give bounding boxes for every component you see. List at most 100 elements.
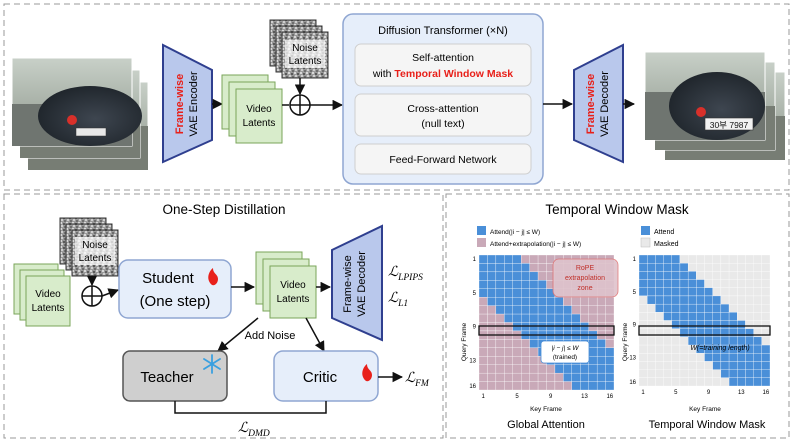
- noise-latents-top-line1: Noise: [292, 43, 318, 54]
- attend-cell: [720, 361, 730, 370]
- caption-left: Global Attention: [507, 419, 585, 431]
- rope-line2: extrapolation: [565, 275, 605, 282]
- attend-cell: [737, 320, 746, 329]
- extrapolation-cell: [529, 372, 539, 382]
- video-latents-top: Video Latents: [221, 74, 283, 144]
- extrapolation-cell: [521, 364, 530, 374]
- attend-cell: [704, 287, 713, 297]
- masked-cell: [704, 369, 713, 378]
- y-tick-label: 13: [469, 359, 476, 365]
- trained-line1: |i − j| ≤ W: [552, 345, 580, 352]
- x-tick-label: 9: [707, 390, 711, 396]
- attend-cell: [753, 377, 762, 387]
- attend-cell: [655, 271, 664, 280]
- attend-cell: [696, 295, 705, 305]
- attend-cell: [720, 303, 730, 313]
- svg-text:ℒLPIPS: ℒLPIPS: [388, 265, 423, 283]
- attend-cell: [512, 313, 522, 323]
- attend-cell: [687, 320, 697, 329]
- masked-cell: [638, 344, 648, 354]
- legend-left-extrap: Attend+extrapolation(|i − j| ≤ W): [490, 241, 581, 248]
- attend-cell: [704, 353, 713, 362]
- extrapolation-cell: [537, 381, 547, 391]
- masked-cell: [679, 369, 689, 378]
- attend-cell: [504, 288, 513, 298]
- attend-cell: [737, 328, 746, 338]
- attend-cell: [546, 297, 556, 306]
- masked-cell: [663, 344, 672, 354]
- svg-text:Video: Video: [246, 104, 272, 115]
- attend-cell: [529, 313, 539, 323]
- masked-cell: [638, 303, 648, 313]
- attend-cell: [563, 322, 572, 332]
- masked-cell: [687, 254, 697, 264]
- attend-cell: [529, 288, 539, 298]
- attend-cell: [495, 297, 505, 306]
- masked-cell: [655, 369, 664, 378]
- attend-cell: [596, 381, 606, 391]
- attend-cell: [546, 313, 556, 323]
- attend-cell: [737, 336, 746, 346]
- extrapolation-cell: [512, 372, 522, 382]
- masked-cell: [753, 254, 762, 264]
- masked-cell: [753, 263, 762, 272]
- attend-cell: [663, 303, 672, 313]
- attend-cell: [737, 353, 746, 362]
- attend-cell: [761, 377, 771, 387]
- loss-fm-symbol: ℒ: [405, 371, 416, 386]
- masked-cell: [696, 254, 705, 264]
- extrapolation-cell: [571, 305, 581, 315]
- masked-cell: [745, 271, 754, 280]
- attend-cell: [638, 263, 648, 272]
- attend-cell: [647, 254, 656, 264]
- teacher-label: Teacher: [140, 369, 193, 386]
- extrapolation-cell: [495, 313, 505, 323]
- attend-cell: [647, 295, 656, 305]
- masked-cell: [671, 369, 681, 378]
- extrapolation-cell: [504, 364, 513, 374]
- masked-cell: [720, 287, 730, 297]
- attend-cell: [728, 312, 738, 321]
- encoder-red-label: Frame-wise: [174, 74, 186, 135]
- extrapolation-cell: [521, 372, 530, 382]
- masked-cell: [655, 361, 664, 370]
- masked-cell: [712, 254, 722, 264]
- extrapolation-cell: [487, 313, 497, 323]
- x-tick-label: 16: [763, 390, 770, 396]
- attend-cell: [571, 322, 581, 332]
- trained-annotation: |i − j| ≤ W (trained): [540, 340, 590, 364]
- critic-block: Critic: [273, 350, 379, 402]
- masked-cell: [663, 361, 672, 370]
- attend-cell: [687, 279, 697, 288]
- attend-cell: [712, 353, 722, 362]
- query-row-highlight-right: [638, 325, 771, 336]
- attend-cell: [478, 288, 488, 298]
- attend-cell: [679, 320, 689, 329]
- masked-cell: [704, 263, 713, 272]
- masked-cell: [679, 377, 689, 387]
- extrapolation-cell: [521, 381, 530, 391]
- flame-icon: [208, 268, 218, 286]
- attend-cell: [728, 353, 738, 362]
- attend-cell: [563, 364, 572, 374]
- x-axis-title-right: Key Frame: [689, 406, 721, 413]
- masked-cell: [753, 328, 762, 338]
- diffusion-transformer: Diffusion Transformer (×N) Self-attentio…: [342, 13, 544, 185]
- extrapolation-cell: [495, 339, 505, 348]
- attend-cell: [671, 271, 681, 280]
- attend-cell: [687, 336, 697, 346]
- masked-cell: [671, 336, 681, 346]
- masked-cell: [737, 312, 746, 321]
- dit-block-ffn: [354, 143, 532, 175]
- masked-cell: [745, 254, 754, 264]
- plate-text: 30부 7987: [710, 120, 749, 130]
- masked-cell: [671, 361, 681, 370]
- snowflake-icon: [203, 354, 221, 374]
- masked-cell: [696, 377, 705, 387]
- extrapolation-cell: [478, 381, 488, 391]
- attend-cell: [638, 287, 648, 297]
- extrapolation-cell: [537, 372, 547, 382]
- attend-cell: [571, 372, 581, 382]
